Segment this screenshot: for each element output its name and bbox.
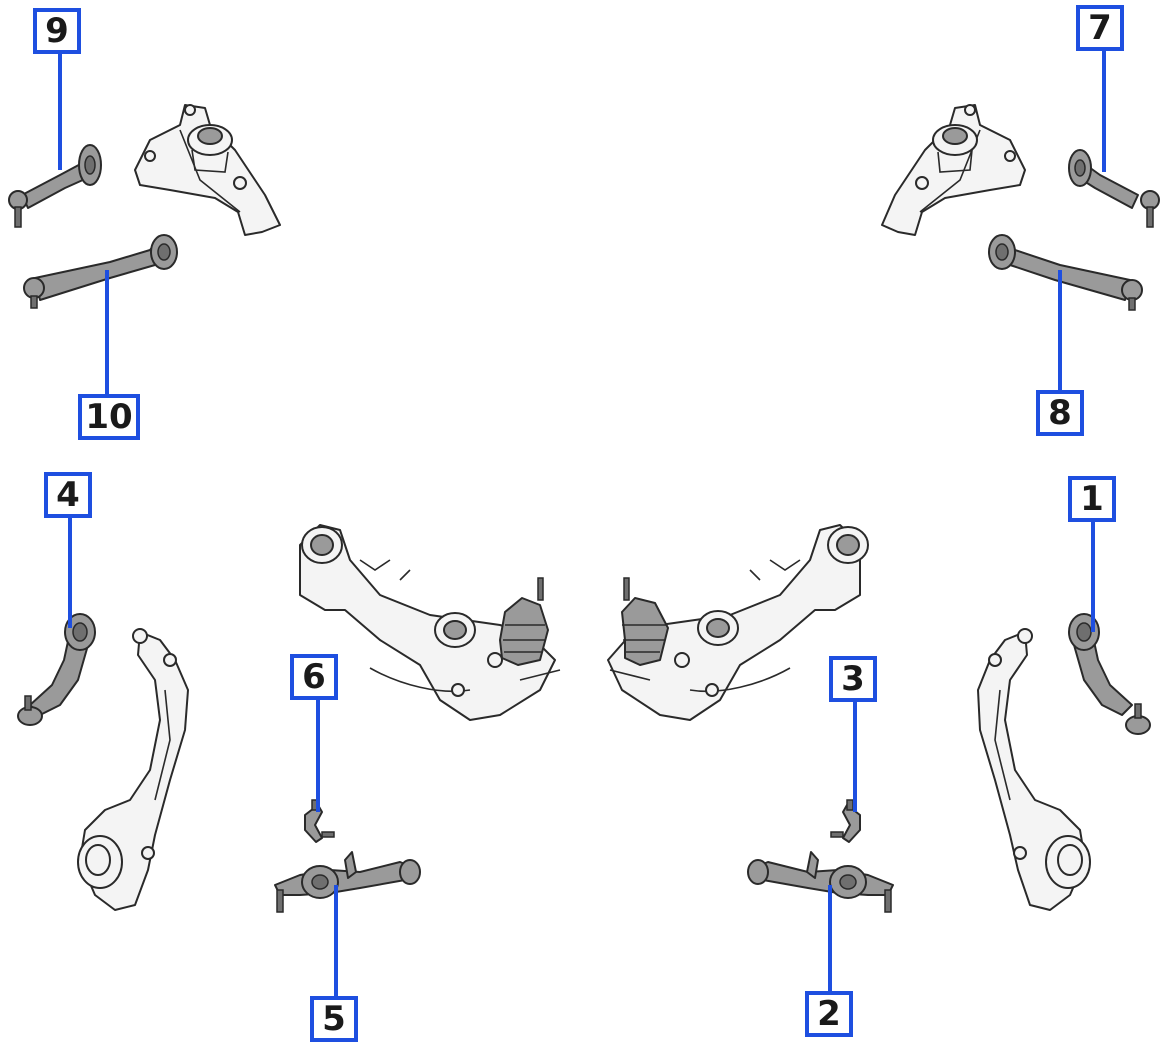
leader-lines xyxy=(58,50,1106,997)
subframe-left xyxy=(299,524,561,721)
strut-mount-left xyxy=(134,104,281,236)
callout-3: 3 xyxy=(829,656,877,702)
wheel-carrier-left xyxy=(77,628,189,911)
callout-8: 8 xyxy=(1036,390,1084,436)
callout-4: 4 xyxy=(44,472,92,518)
curved-lower-arm-right xyxy=(1068,613,1151,735)
upper-control-arm-front-left xyxy=(8,144,102,228)
wheel-carrier-right xyxy=(977,628,1091,911)
callout-5: 5 xyxy=(310,996,358,1042)
stabilizer-link-left xyxy=(304,799,335,843)
upper-control-arm-rear-right xyxy=(988,234,1143,311)
callout-1: 1 xyxy=(1068,476,1116,522)
upper-control-arm-rear-left xyxy=(23,234,178,309)
strut-mount-right xyxy=(881,104,1026,236)
upper-control-arm-front-right xyxy=(1068,149,1160,228)
subframe-right xyxy=(607,524,869,721)
lower-control-arm-right xyxy=(747,851,894,913)
lower-control-arm-left xyxy=(274,851,421,913)
callout-9: 9 xyxy=(33,8,81,54)
stabilizer-link-right xyxy=(830,799,861,843)
callout-2: 2 xyxy=(805,991,853,1037)
callout-10: 10 xyxy=(78,394,140,440)
callout-7: 7 xyxy=(1076,5,1124,51)
callout-6: 6 xyxy=(290,654,338,700)
curved-lower-arm-left xyxy=(17,613,96,726)
